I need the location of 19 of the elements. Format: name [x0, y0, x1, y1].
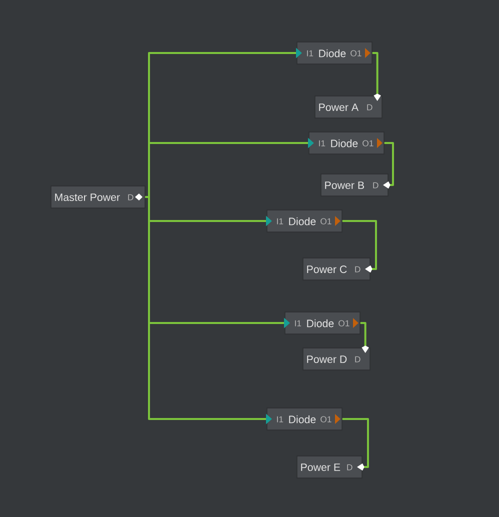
- port-label: I1: [319, 140, 326, 146]
- port-label: I1: [277, 218, 284, 224]
- port-label: D: [355, 266, 360, 272]
- port-label: D: [367, 104, 372, 110]
- port-label: O1: [338, 320, 350, 326]
- port-label: I1: [277, 416, 284, 422]
- connector: [342, 220, 377, 273]
- port-label: I1: [295, 320, 302, 326]
- port-label: O1: [362, 140, 374, 146]
- port-label: D: [347, 464, 352, 470]
- port-label: D: [128, 194, 134, 200]
- port-label: O1: [350, 50, 362, 56]
- port-label: D: [355, 356, 360, 362]
- port-label: O1: [320, 218, 332, 224]
- connector: [145, 138, 314, 198]
- port-label: D: [373, 182, 378, 188]
- connector: [342, 418, 369, 471]
- port-label: I1: [307, 50, 314, 56]
- port-label: O1: [320, 416, 332, 422]
